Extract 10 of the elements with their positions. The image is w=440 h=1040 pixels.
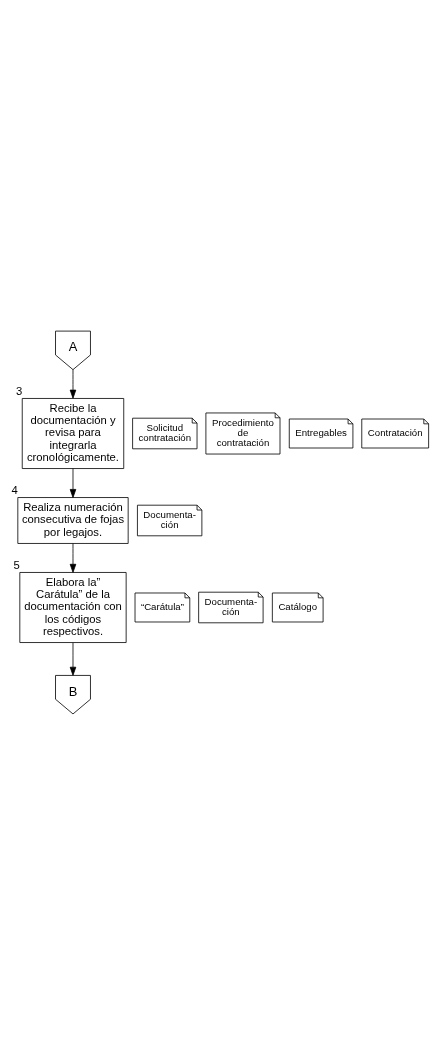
arrow [69, 368, 77, 399]
node-box: Realiza numeración consecutiva de fojas por legajos. [17, 496, 129, 544]
arrow [69, 641, 77, 676]
node-label: 5 [13, 558, 20, 571]
node-label: 3 [15, 384, 23, 397]
node-box: Elabora la” Carátula” de la documentación con los códigos respectivos. [19, 571, 127, 643]
arrow [69, 467, 77, 498]
node-label: 4 [11, 483, 18, 496]
arrow [69, 542, 77, 573]
node-box: Recibe la documentación y revisa para integrarla cronológicamente. [21, 397, 125, 469]
